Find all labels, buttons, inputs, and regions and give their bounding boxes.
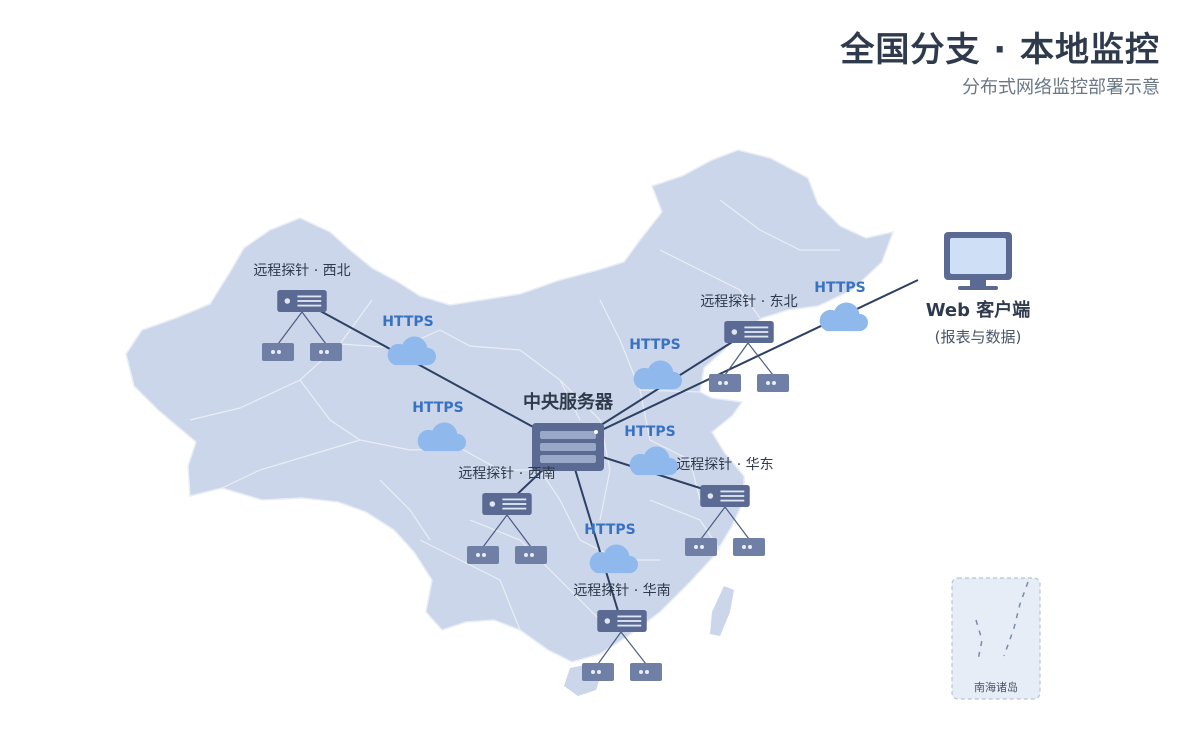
probe-server-icon	[724, 321, 774, 343]
link-client	[567, 279, 919, 447]
device-icon	[733, 538, 765, 556]
china-map	[125, 149, 895, 696]
page-title: 全国分支 · 本地监控	[840, 30, 1160, 70]
https-labels: HTTPS HTTPS HTTPS HTTPS HTTPS HTTPS	[382, 280, 865, 538]
https-label: HTTPS	[624, 424, 675, 440]
web-client[interactable]: Web 客户端 (报表与数据)	[926, 232, 1031, 346]
probe-label: 远程探针 · 西北	[253, 263, 350, 279]
device-icon	[582, 663, 614, 681]
https-label: HTTPS	[629, 337, 680, 353]
central-server[interactable]: 中央服务器	[523, 391, 614, 471]
south-sea-inset: 南海诸岛	[951, 577, 1041, 700]
probe-label: 远程探针 · 西南	[458, 466, 555, 482]
https-label: HTTPS	[412, 400, 463, 416]
inset-label: 南海诸岛	[974, 680, 1018, 694]
probe-label: 远程探针 · 华南	[573, 583, 670, 599]
device-icon	[709, 374, 741, 392]
link-northwest	[301, 300, 569, 447]
monitor-icon	[944, 232, 1012, 290]
https-label: HTTPS	[814, 280, 865, 296]
probe-server-icon	[277, 290, 327, 312]
probe-label: 远程探针 · 华东	[676, 457, 773, 473]
device-icon	[630, 663, 662, 681]
device-icon	[262, 343, 294, 361]
web-client-label: Web 客户端	[926, 299, 1031, 321]
probe-south[interactable]: 远程探针 · 华南	[573, 583, 671, 681]
central-server-label: 中央服务器	[523, 391, 614, 413]
web-client-sublabel: (报表与数据)	[935, 328, 1022, 346]
probe-server-icon	[700, 485, 750, 507]
map-mainland	[125, 149, 895, 663]
device-icon	[310, 343, 342, 361]
device-icon	[467, 546, 499, 564]
probe-southwest[interactable]: 远程探针 · 西南	[458, 466, 556, 564]
https-label: HTTPS	[584, 522, 635, 538]
probe-server-icon	[597, 610, 647, 632]
local-links	[277, 311, 774, 665]
probe-east[interactable]: 远程探针 · 华东	[676, 457, 774, 556]
probe-northeast[interactable]: 远程探针 · 东北	[700, 294, 798, 392]
probe-server-icon	[482, 493, 532, 515]
map-taiwan-island	[710, 586, 734, 636]
device-icon	[757, 374, 789, 392]
probe-label: 远程探针 · 东北	[700, 294, 797, 310]
page-subtitle: 分布式网络监控部署示意	[962, 77, 1160, 98]
https-label: HTTPS	[382, 314, 433, 330]
device-icon	[685, 538, 717, 556]
device-icon	[515, 546, 547, 564]
probe-northwest[interactable]: 远程探针 · 西北	[253, 263, 351, 361]
link-south	[567, 445, 622, 622]
